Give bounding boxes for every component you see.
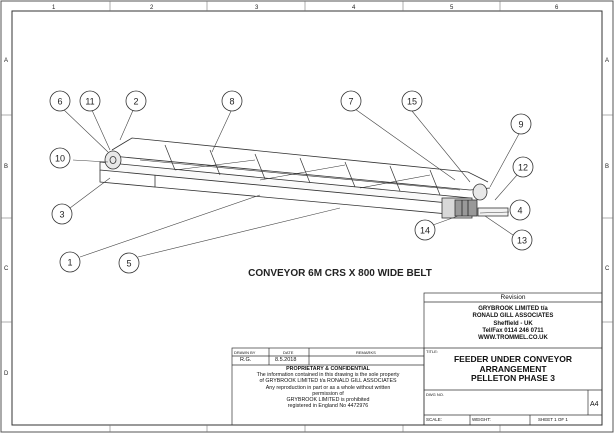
weight-label: WEIGHT: bbox=[472, 417, 491, 422]
company-line: Tel/Fax 0114 246 0711 bbox=[482, 327, 544, 334]
zone-labels: 1 2 3 4 5 6 A B C D A B C bbox=[4, 5, 610, 377]
proprietary-notice: PROPRIETARY & CONFIDENTIAL The informati… bbox=[232, 366, 424, 409]
balloon-label: 5 bbox=[126, 259, 131, 269]
balloon-label: 7 bbox=[348, 97, 353, 107]
conveyor-assembly bbox=[99, 137, 509, 219]
sheet-count: SHEET 1 OF 1 bbox=[538, 417, 568, 422]
company-line: RONALD GILL ASSOCIATES bbox=[472, 313, 554, 320]
conveyor-side-frame bbox=[99, 161, 471, 206]
company-block: GRYBROOK LIMITED t/a RONALD GILL ASSOCIA… bbox=[424, 306, 602, 342]
proprietary-line: registered in England No 4472976 bbox=[287, 403, 369, 410]
balloon-label: 1 bbox=[67, 258, 72, 268]
zone-label-side: C bbox=[4, 266, 9, 272]
balloon-label: 14 bbox=[420, 226, 430, 236]
balloon-label: 15 bbox=[407, 97, 417, 107]
proprietary-title: PROPRIETARY & CONFIDENTIAL bbox=[286, 366, 370, 372]
zone-label-top: 3 bbox=[255, 5, 259, 11]
gearbox bbox=[454, 199, 478, 217]
company-line: WWW.TROMMEL.CO.UK bbox=[478, 335, 548, 342]
conveyor-belt-top bbox=[111, 137, 489, 183]
balloon-label: 9 bbox=[518, 120, 523, 130]
zone-label-side: B bbox=[605, 164, 609, 170]
sheet-size: A4 bbox=[590, 401, 599, 408]
dwg-no-label: DWG NO. bbox=[426, 392, 444, 397]
zone-label-top: 1 bbox=[52, 5, 56, 11]
balloon-label: 13 bbox=[517, 236, 527, 246]
balloon-label: 6 bbox=[57, 97, 62, 107]
zone-label-top: 6 bbox=[555, 5, 559, 11]
tail-drum bbox=[104, 150, 122, 170]
zone-label-side: A bbox=[4, 58, 8, 64]
zone-label-side: B bbox=[4, 164, 8, 170]
tail-drum-hub bbox=[109, 156, 117, 164]
balloon-label: 12 bbox=[518, 163, 528, 173]
date-value: 8.5.2018 bbox=[275, 357, 297, 363]
revision-label: Revision bbox=[500, 294, 526, 301]
zone-label-top: 2 bbox=[150, 5, 154, 11]
conveyor-lower-frame bbox=[154, 186, 471, 217]
title-label: TITLE: bbox=[426, 349, 439, 354]
drawing-title-line: FEEDER UNDER CONVEYOR bbox=[453, 354, 573, 364]
zone-label-top: 4 bbox=[352, 5, 356, 11]
drawn-by-value: R.G. bbox=[240, 357, 252, 363]
leader-lines bbox=[62, 107, 521, 258]
head-drum bbox=[472, 183, 488, 201]
balloon-label: 2 bbox=[133, 97, 138, 107]
proprietary-line: GRYBROOK LIMITED is prohibited bbox=[286, 397, 370, 404]
conveyor-tail-frame bbox=[99, 170, 156, 188]
remarks-label: REMARKS bbox=[356, 350, 376, 355]
date-label: DATE bbox=[283, 350, 294, 355]
title-block-grid bbox=[231, 292, 603, 426]
balloons bbox=[49, 90, 534, 274]
drawing-title: FEEDER UNDER CONVEYOR ARRANGEMENT PELLET… bbox=[424, 354, 602, 384]
drawing-caption: CONVEYOR 6M CRS X 800 WIDE BELT bbox=[248, 268, 432, 279]
zone-label-side: D bbox=[4, 371, 9, 377]
proprietary-line: The information contained in this drawin… bbox=[256, 372, 400, 379]
zone-label-top: 5 bbox=[450, 5, 454, 11]
company-line: GRYBROOK LIMITED t/a bbox=[478, 306, 548, 312]
zone-label-side: C bbox=[605, 266, 610, 272]
proprietary-line: of GRYBROOK LIMITED t/a RONALD GILL ASSO… bbox=[259, 378, 397, 385]
balloon-label: 3 bbox=[59, 210, 64, 220]
company-line: Sheffield - UK bbox=[493, 320, 533, 327]
drawing-title-line: ARRANGEMENT bbox=[479, 363, 547, 374]
drawn-by-label: DRAWN BY bbox=[234, 350, 256, 355]
balloon-labels: 6 11 2 8 7 15 9 10 12 3 4 14 13 1 5 bbox=[55, 97, 528, 269]
proprietary-line: Any reproduction in part or as a whole w… bbox=[265, 384, 391, 391]
balloon-label: 10 bbox=[55, 154, 65, 164]
scale-label: SCALE: bbox=[426, 417, 443, 422]
drawing-title-line: PELLETON PHASE 3 bbox=[471, 373, 555, 383]
balloon-label: 4 bbox=[517, 206, 522, 216]
balloon-label: 8 bbox=[229, 97, 234, 107]
proprietary-line: permission of bbox=[312, 390, 344, 397]
zone-label-side: A bbox=[605, 58, 609, 64]
balloon-label: 11 bbox=[85, 97, 94, 107]
